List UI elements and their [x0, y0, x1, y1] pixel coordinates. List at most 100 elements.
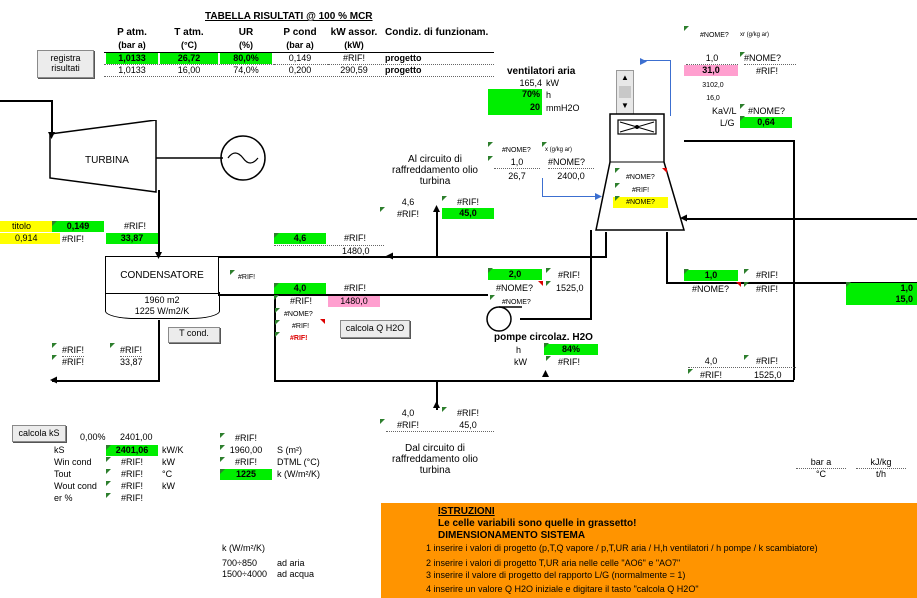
pump-a[interactable]: 2,0: [488, 269, 542, 280]
tower-in-a: 1,0: [494, 157, 540, 169]
pump-kw-val: #RIF!: [558, 357, 581, 367]
cell-r1-tatm[interactable]: 26,72: [160, 53, 218, 64]
istruzioni-item-4: 4 inserire un valore Q H2O iniziale e di…: [426, 584, 699, 594]
far-right-a[interactable]: 1,0: [846, 283, 917, 294]
ks-row-label: er %: [54, 493, 73, 503]
ks-row-unit: kW: [162, 481, 175, 491]
far-right-b[interactable]: 15,0: [846, 294, 917, 305]
ks-row-value: #RIF!: [120, 481, 143, 491]
spinner-down-icon[interactable]: ▼: [621, 101, 629, 110]
scroll-spinner[interactable]: ▲ ▼: [616, 70, 634, 116]
tower-top-lg: L/G: [720, 118, 735, 128]
pipe-lower-b: #RIF!: [344, 283, 367, 293]
kref-r1a: 700÷850: [222, 558, 257, 568]
ks-pct: 0,00%: [80, 432, 106, 442]
pump-eff[interactable]: 84%: [544, 344, 598, 355]
titolo-row2-val[interactable]: 33,87: [106, 233, 158, 244]
ks-row-value: #RIF!: [120, 493, 143, 503]
ventilatori-eff[interactable]: 70%: [488, 89, 542, 100]
cell-r2-patm: 1,0133: [118, 65, 146, 75]
cell-r1-patm[interactable]: 1,0133: [106, 53, 158, 64]
ventilatori-kw-unit: kW: [546, 78, 559, 88]
unit-tatm: (°C): [180, 40, 198, 50]
pump-kw: kW: [514, 357, 527, 367]
ks-row-label: Win cond: [54, 457, 92, 467]
kref-r1b: ad aria: [277, 558, 305, 568]
tower-right-a[interactable]: 1,0: [684, 270, 738, 281]
olio-bottom-line1: Dal circuito di: [404, 443, 466, 454]
tower-right-d: #RIF!: [756, 284, 779, 294]
s-row-unit: DTML (°C): [277, 457, 320, 467]
header-tatm: T atm.: [174, 27, 204, 38]
s-row-value[interactable]: 1225: [220, 469, 272, 480]
pump-h: h: [516, 345, 522, 355]
olio-bottom-a: 4,0: [401, 408, 415, 418]
cell-r2-pcond: 0,200: [288, 65, 312, 75]
unit-pcond: (bar a): [286, 40, 314, 50]
istruzioni-l1: Le celle variabili sono quelle in grasse…: [438, 518, 637, 529]
tower-top-e: 3102,0: [702, 82, 724, 89]
pipe-upper-b: #RIF!: [344, 233, 367, 243]
t-cond-button[interactable]: T cond.: [168, 327, 220, 343]
cell-r1-ur[interactable]: 80,0%: [220, 53, 272, 64]
tower-top-d: #RIF!: [756, 66, 779, 76]
calcola-q-h2o-button[interactable]: calcola Q H2O: [340, 320, 410, 338]
tower-inner-c: #NOME?: [613, 197, 668, 208]
olio-bottom-line2: raffreddamento olio: [392, 454, 478, 465]
s-row-value: #RIF!: [234, 457, 257, 467]
return-right-d: 1525,0: [754, 370, 782, 380]
tower-inner-a: #NOME?: [626, 174, 655, 181]
cond-below-b: #RIF!: [120, 345, 143, 357]
olio-top-b: #RIF!: [456, 197, 479, 207]
tower-inner-b: #RIF!: [632, 187, 650, 194]
olio-bottom-c: #RIF!: [396, 420, 419, 430]
tower-top-f: 16,0: [706, 95, 720, 102]
return-right-a: 4,0: [704, 356, 718, 366]
pipe-lower-a[interactable]: 4,0: [274, 283, 326, 294]
pump-icon: [486, 306, 522, 332]
titolo-row2: 0,914: [0, 233, 60, 244]
registra-risultati-button[interactable]: registra risultati: [37, 50, 94, 78]
pump-d: 1525,0: [556, 283, 584, 293]
ventilatori-dp-unit: mmH2O: [546, 103, 580, 113]
units-right-c: °C: [815, 469, 827, 479]
titolo-value[interactable]: 0,149: [52, 221, 104, 232]
pump-b: #RIF!: [558, 270, 581, 280]
istruzioni-item-2: 2 inserire i valori di progetto T,UR ari…: [426, 558, 681, 568]
olio-top-d[interactable]: 45,0: [442, 208, 494, 219]
s-row-unit: k (W/m²/K): [277, 469, 320, 479]
tower-top-lg-val[interactable]: 0,64: [740, 117, 792, 128]
calcola-ks-button[interactable]: calcola kS: [12, 425, 66, 442]
pipe-upper-a[interactable]: 4,6: [274, 233, 326, 244]
turbina-label: TURBINA: [85, 155, 129, 166]
olio-top-line1: Al circuito di: [408, 154, 462, 165]
ks-row-value: #RIF!: [120, 469, 143, 479]
unit-kw: (kW): [344, 40, 364, 50]
tower-top-nome: #NOME?: [700, 32, 729, 39]
header-pcond: P cond: [283, 27, 317, 38]
cond-below-a: #RIF!: [62, 345, 85, 357]
kref-r2b: ad acqua: [277, 569, 315, 579]
olio-top-line3: turbina: [419, 176, 451, 187]
condensatore-rif: #RIF!: [238, 274, 256, 281]
cond-below-c: #RIF!: [62, 357, 85, 367]
pipe-lower-rif2: #RIF!: [290, 335, 308, 342]
ks-row-label: Tout: [54, 469, 72, 479]
spinner-up-icon[interactable]: ▲: [621, 73, 629, 82]
olio-bottom-d: 45,0: [459, 420, 477, 430]
ventilatori-dp[interactable]: 20: [488, 102, 542, 113]
ks-row-unit: °C: [162, 469, 173, 479]
tower-in-c: 26,7: [508, 171, 526, 181]
pipe-lower-c: #RIF!: [290, 296, 313, 306]
header-kw: kW assor.: [330, 27, 378, 38]
ventilatori-eff-unit: h: [546, 90, 552, 100]
tower-right-c: #NOME?: [692, 284, 730, 294]
cell-r2-condiz: progetto: [385, 65, 422, 75]
tower-in-unit: x (g/kg ar): [545, 147, 573, 153]
ks-row-value[interactable]: 2401,06: [106, 445, 158, 456]
ks-pctval: 2401,00: [120, 432, 153, 442]
tower-top-unit: xr (g/kg ar): [740, 32, 770, 38]
olio-bottom-line3: turbina: [419, 465, 451, 476]
tower-in-d: 2400,0: [557, 171, 585, 181]
return-right-c: #RIF!: [700, 370, 723, 380]
